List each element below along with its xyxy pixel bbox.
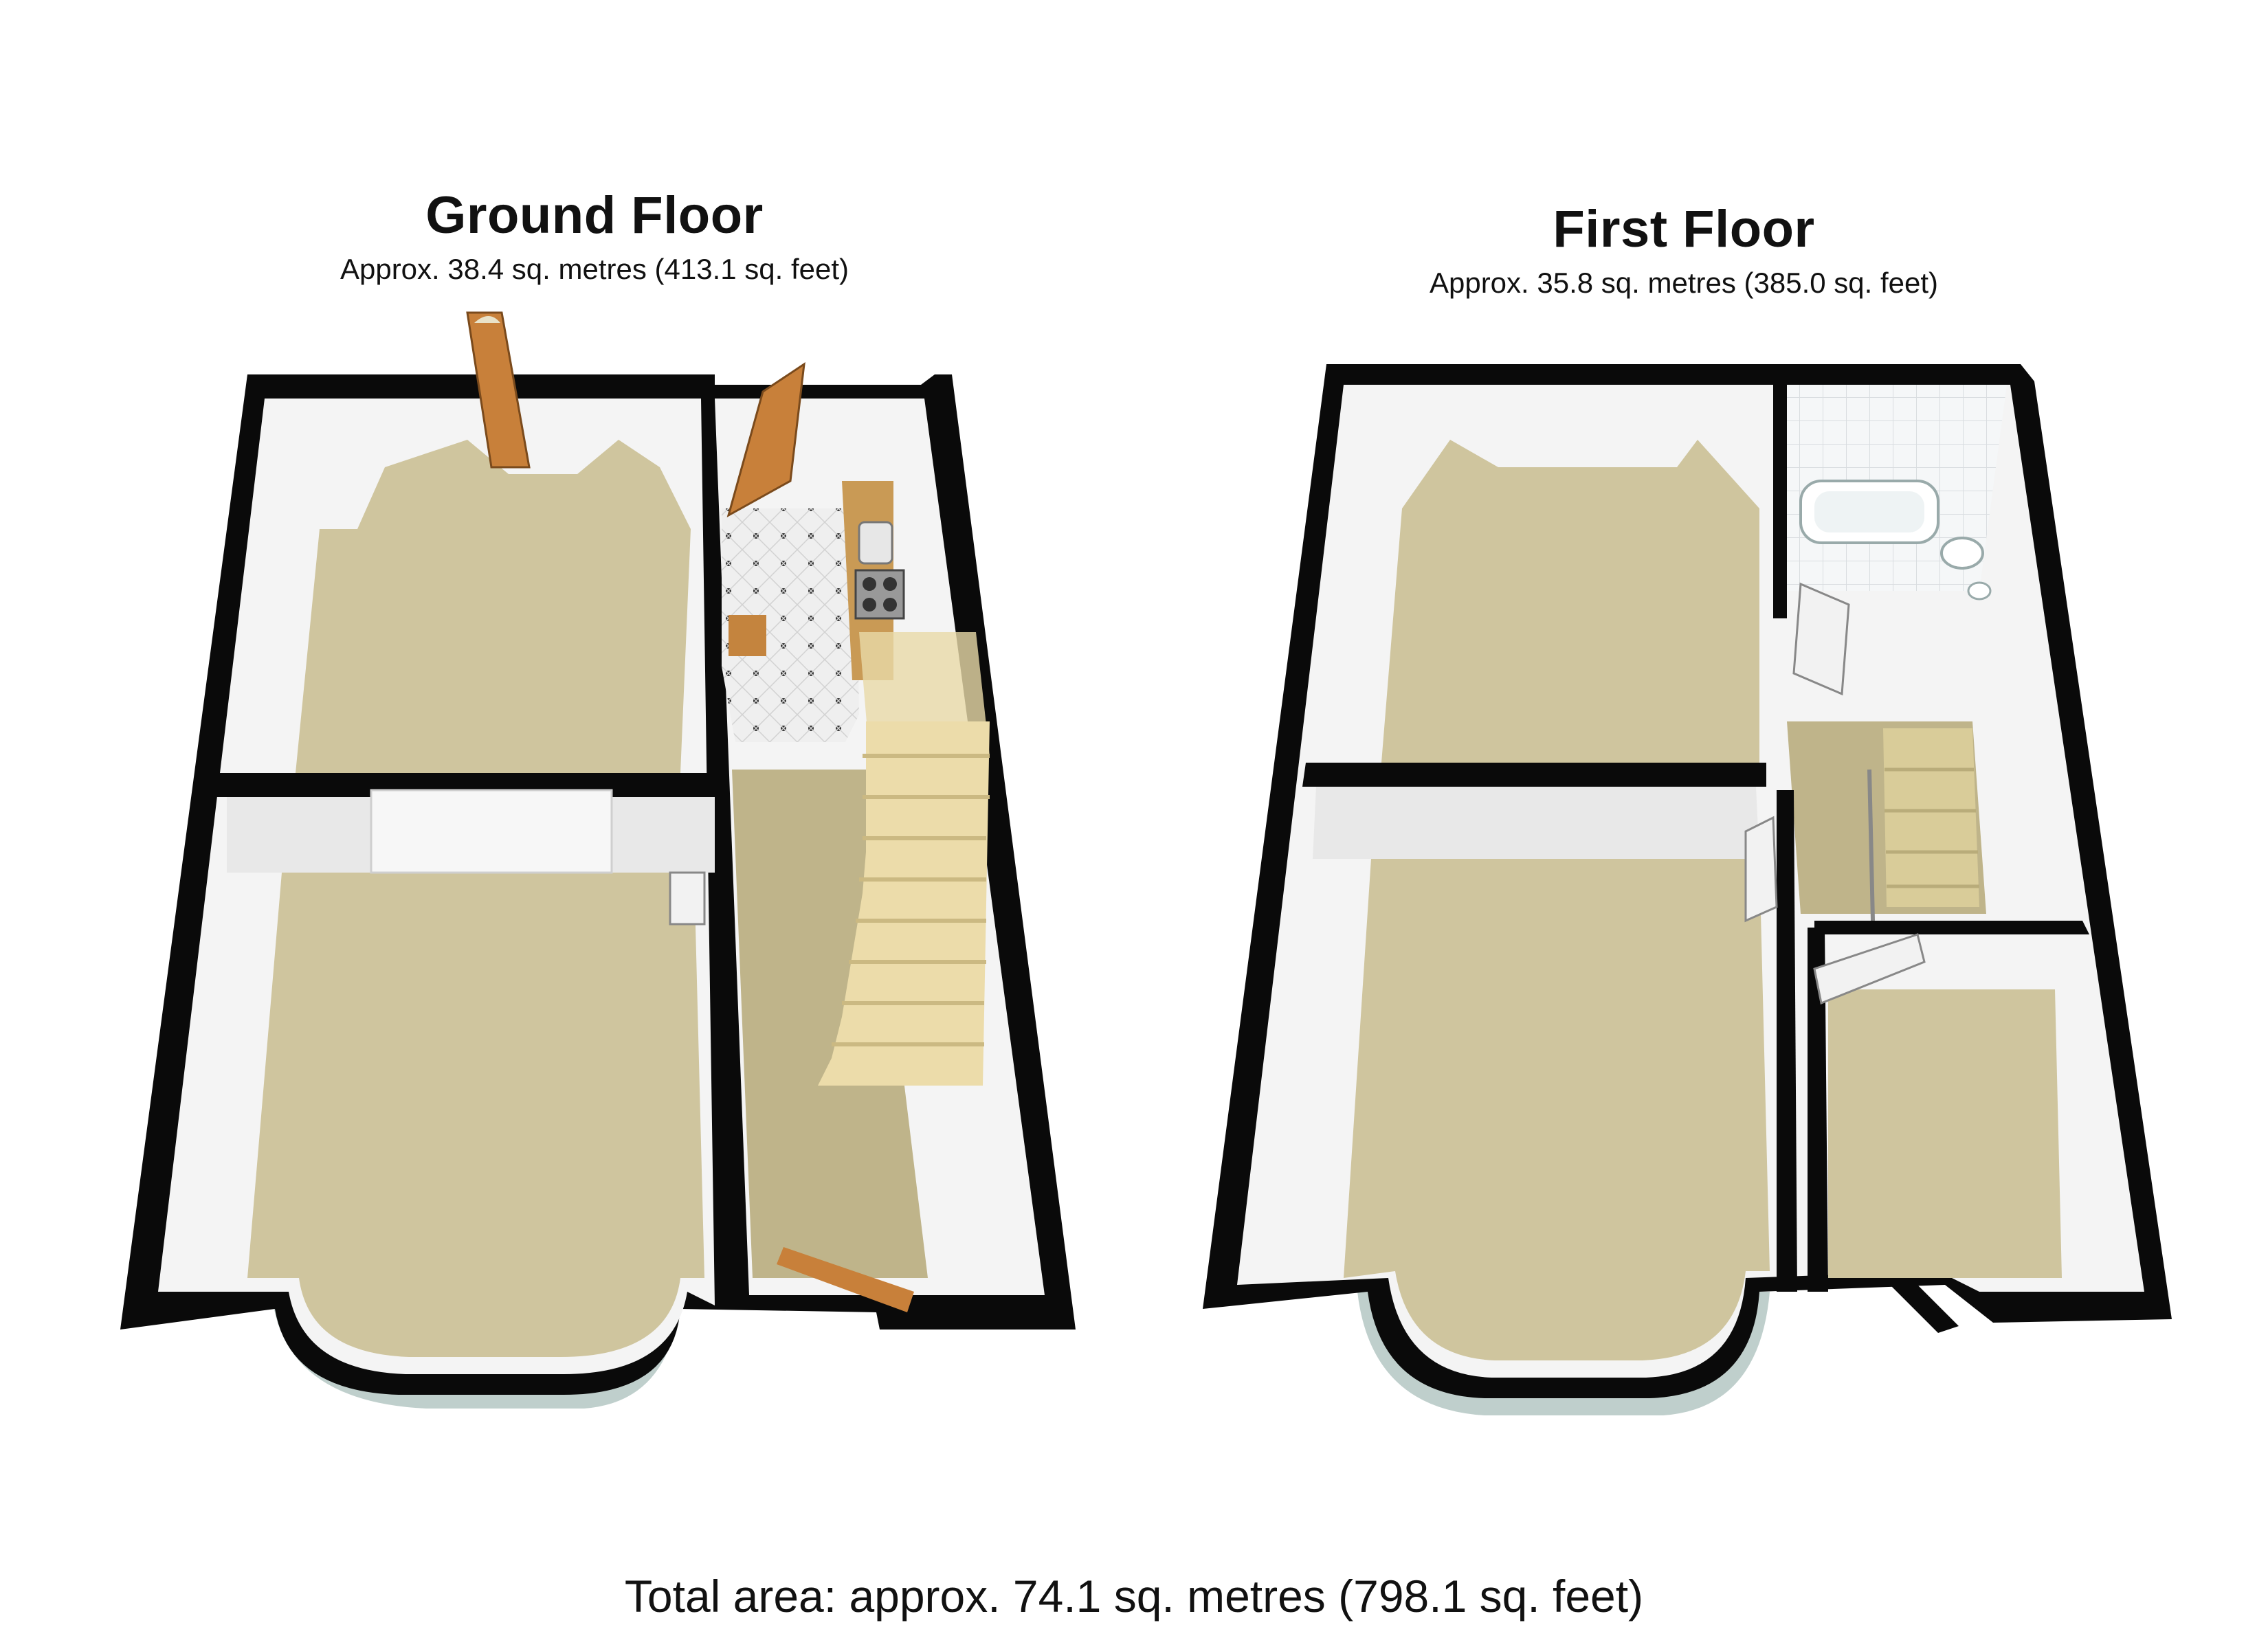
front-door-icon bbox=[466, 311, 531, 469]
first-floor-plan bbox=[1203, 364, 2172, 1415]
ground-floor-area: Approx. 38.4 sq. metres (413.1 sq. feet) bbox=[340, 253, 849, 285]
side-door-icon bbox=[726, 361, 805, 518]
ff-bedroom-1-floor bbox=[1381, 508, 1759, 763]
gf-front-room-floor bbox=[296, 529, 691, 773]
sink-icon bbox=[858, 521, 893, 565]
ground-floor-title: Ground Floor bbox=[425, 186, 764, 245]
gf-kitchen-floor bbox=[722, 508, 859, 742]
bath-icon bbox=[1799, 480, 1939, 544]
hob-icon bbox=[854, 569, 905, 620]
basin-icon bbox=[1940, 537, 1984, 570]
ff-staircase-icon bbox=[1867, 728, 1979, 921]
ground-floor-plan bbox=[120, 311, 1076, 1409]
ff-bedroom-2-floor bbox=[1344, 859, 1770, 1360]
toilet-icon bbox=[1967, 581, 1992, 601]
first-floor-title: First Floor bbox=[1553, 200, 1815, 258]
total-area: Total area: approx. 74.1 sq. metres (798… bbox=[624, 1571, 1644, 1622]
first-floor-area: Approx. 35.8 sq. metres (385.0 sq. feet) bbox=[1429, 267, 1939, 299]
ff-bedroom-3-floor bbox=[1828, 989, 2062, 1278]
staircase-icon bbox=[818, 632, 990, 1086]
gf-back-room-floor bbox=[247, 873, 704, 1357]
